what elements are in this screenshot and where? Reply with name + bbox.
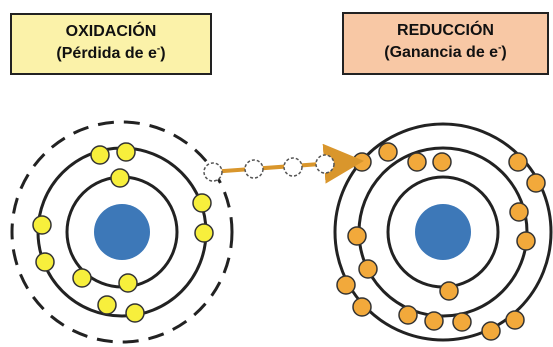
electron-icon [526, 173, 546, 193]
electron-icon [509, 202, 529, 222]
reduction-atom [333, 122, 553, 342]
electron-icon [203, 162, 223, 182]
electron-icon [315, 154, 335, 174]
electron-icon [352, 152, 372, 172]
electron-icon [452, 312, 472, 332]
reduction-label-box: REDUCCIÓN (Ganancia de e-) [342, 12, 549, 75]
electron-icon [32, 215, 52, 235]
electron-icon [110, 168, 130, 188]
reduction-electrons [336, 142, 546, 341]
nucleus [415, 204, 471, 260]
electron-icon [116, 142, 136, 162]
electron-icon [125, 303, 145, 323]
electron-icon [481, 321, 501, 341]
outer-shell-dashed [10, 120, 234, 344]
electron-icon [508, 152, 528, 172]
reduction-title: REDUCCIÓN [397, 22, 494, 39]
oxidation-title: OXIDACIÓN [65, 23, 157, 40]
electron-icon [505, 310, 525, 330]
electron-icon [352, 297, 372, 317]
electron-icon [72, 268, 92, 288]
electron-icon [378, 142, 398, 162]
electron-icon [347, 226, 367, 246]
transferred-electrons [203, 154, 335, 182]
oxidation-atom [10, 120, 234, 344]
nucleus [94, 204, 150, 260]
electron-icon [407, 152, 427, 172]
oxidation-electrons [32, 142, 214, 323]
electron-icon [194, 223, 214, 243]
electron-icon [283, 157, 303, 177]
electron-icon [35, 252, 55, 272]
electron-icon [118, 273, 138, 293]
electron-icon [90, 145, 110, 165]
electron-icon [424, 311, 444, 331]
electron-icon [432, 152, 452, 172]
oxidation-subtitle: (Pérdida de e-) [56, 43, 166, 62]
electron-icon [97, 295, 117, 315]
outer-shell [333, 122, 553, 342]
electron-icon [398, 305, 418, 325]
oxidation-label-box: OXIDACIÓN (Pérdida de e-) [10, 13, 212, 75]
electron-icon [439, 281, 459, 301]
electron-icon [192, 193, 212, 213]
reduction-subtitle: (Ganancia de e-) [384, 42, 507, 61]
electron-icon [516, 231, 536, 251]
electron-icon [244, 159, 264, 179]
electron-icon [358, 259, 378, 279]
electron-icon [336, 275, 356, 295]
